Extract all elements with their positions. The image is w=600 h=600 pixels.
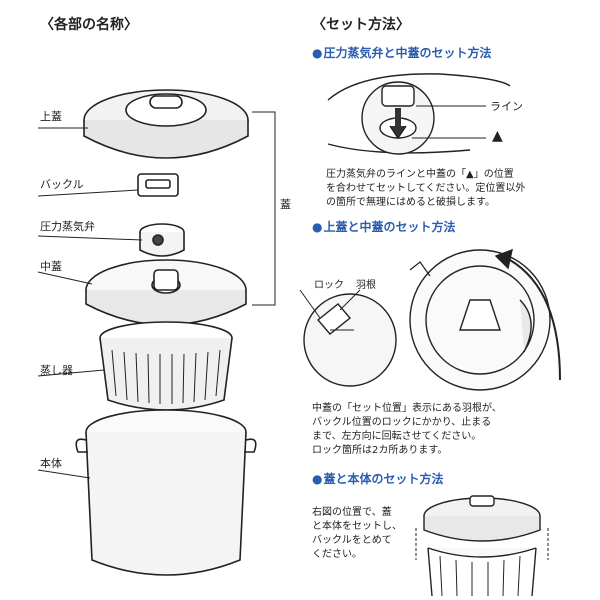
label-lid-group: 蓋 [280,198,291,211]
section2-text-line: まで、左方向に回転させてください。 [312,431,482,442]
section3-text-line: バックルをとめて [312,535,392,546]
section2-title: ●上蓋と中蓋のセット方法 [312,220,456,234]
section1-text-line: の箇所で無理にはめると破損します。 [326,197,495,208]
section2-text-line: ロック箇所は2カ所あります。 [312,445,448,456]
section1-text-line: を合わせてセットしてください。定位置以外 [326,183,526,194]
section3-text: 右図の位置で、蓋 と本体をセットし、 バックルをとめて ください。 [312,506,402,562]
label-line: ライン [490,100,523,113]
section3-text-line: ください。 [312,549,362,560]
section3-title: ●蓋と本体のセット方法 [312,472,444,486]
section1-text-line: 圧力蒸気弁のラインと中蓋の「▲」の位置 [326,169,514,180]
label-triangle-mark: ▲ [492,128,503,144]
label-lock: ロック [314,280,344,291]
label-middle-lid: 中蓋 [40,260,62,273]
section2-bullet: ● [312,220,323,234]
label-buckle: バックル [40,178,84,191]
parts-heading: 〈各部の名称〉 [40,17,138,33]
section1-title: ●圧力蒸気弁と中蓋のセット方法 [312,46,492,60]
section2-text-line: バックル位置のロックにかかり、止まる [312,417,492,428]
section2-text: 中蓋の「セット位置」表示にある羽根が、 バックル位置のロックにかかり、止まる ま… [312,402,502,458]
section3-text-line: と本体をセットし、 [312,521,402,532]
section1-text: 圧力蒸気弁のラインと中蓋の「▲」の位置 を合わせてセットしてください。定位置以外… [326,168,525,210]
section3-text-line: 右図の位置で、蓋 [312,507,392,518]
section1-bullet: ● [312,46,323,60]
label-pressure-valve: 圧力蒸気弁 [40,220,95,233]
section3-bullet: ● [312,472,323,486]
label-body: 本体 [40,457,62,470]
setup-heading: 〈セット方法〉 [312,17,410,33]
section2-text-line: 中蓋の「セット位置」表示にある羽根が、 [312,403,502,414]
label-top-lid: 上蓋 [40,110,62,123]
label-blade: 羽根 [356,280,376,291]
label-steamer: 蒸し器 [40,364,73,377]
